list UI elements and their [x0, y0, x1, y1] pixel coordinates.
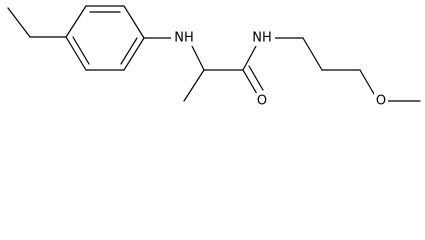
bond-methyl-ch2	[7, 7, 31, 38]
atom-carbonyl-o: O	[255, 93, 269, 109]
ring-double-bond-inner	[120, 37, 138, 65]
chemical-structure-diagram: NH NH O O	[7, 5, 421, 109]
carbonyl-o-label: O	[257, 94, 267, 109]
ring-bond	[123, 5, 145, 39]
ring-bond	[123, 37, 145, 71]
benzene-ring	[65, 5, 145, 71]
bond-ch2-ch2	[302, 37, 323, 71]
bond-alpha-c-methyl	[183, 69, 205, 102]
ethyl-group	[7, 7, 67, 38]
ring-bond	[65, 36, 87, 71]
bond-ch2-ether-o	[359, 69, 375, 95]
bond-carbonyl-double-1	[242, 69, 258, 95]
ring-double-bond-inner	[72, 36, 90, 65]
bond-carbonyl-amide	[242, 45, 257, 71]
atom-amine-n: NH	[171, 29, 197, 46]
ether-o-label: O	[376, 94, 386, 109]
bond-carbonyl-double-2	[248, 65, 264, 91]
amine-n-label: NH	[174, 31, 194, 46]
amide-n-label: NH	[252, 31, 272, 46]
ring-bond	[65, 5, 87, 38]
bond-amine-alpha-c	[191, 45, 205, 71]
atom-ether-o: O	[374, 93, 388, 109]
methoxypropyl-chain	[269, 37, 421, 102]
atom-amide-n: NH	[249, 29, 275, 46]
